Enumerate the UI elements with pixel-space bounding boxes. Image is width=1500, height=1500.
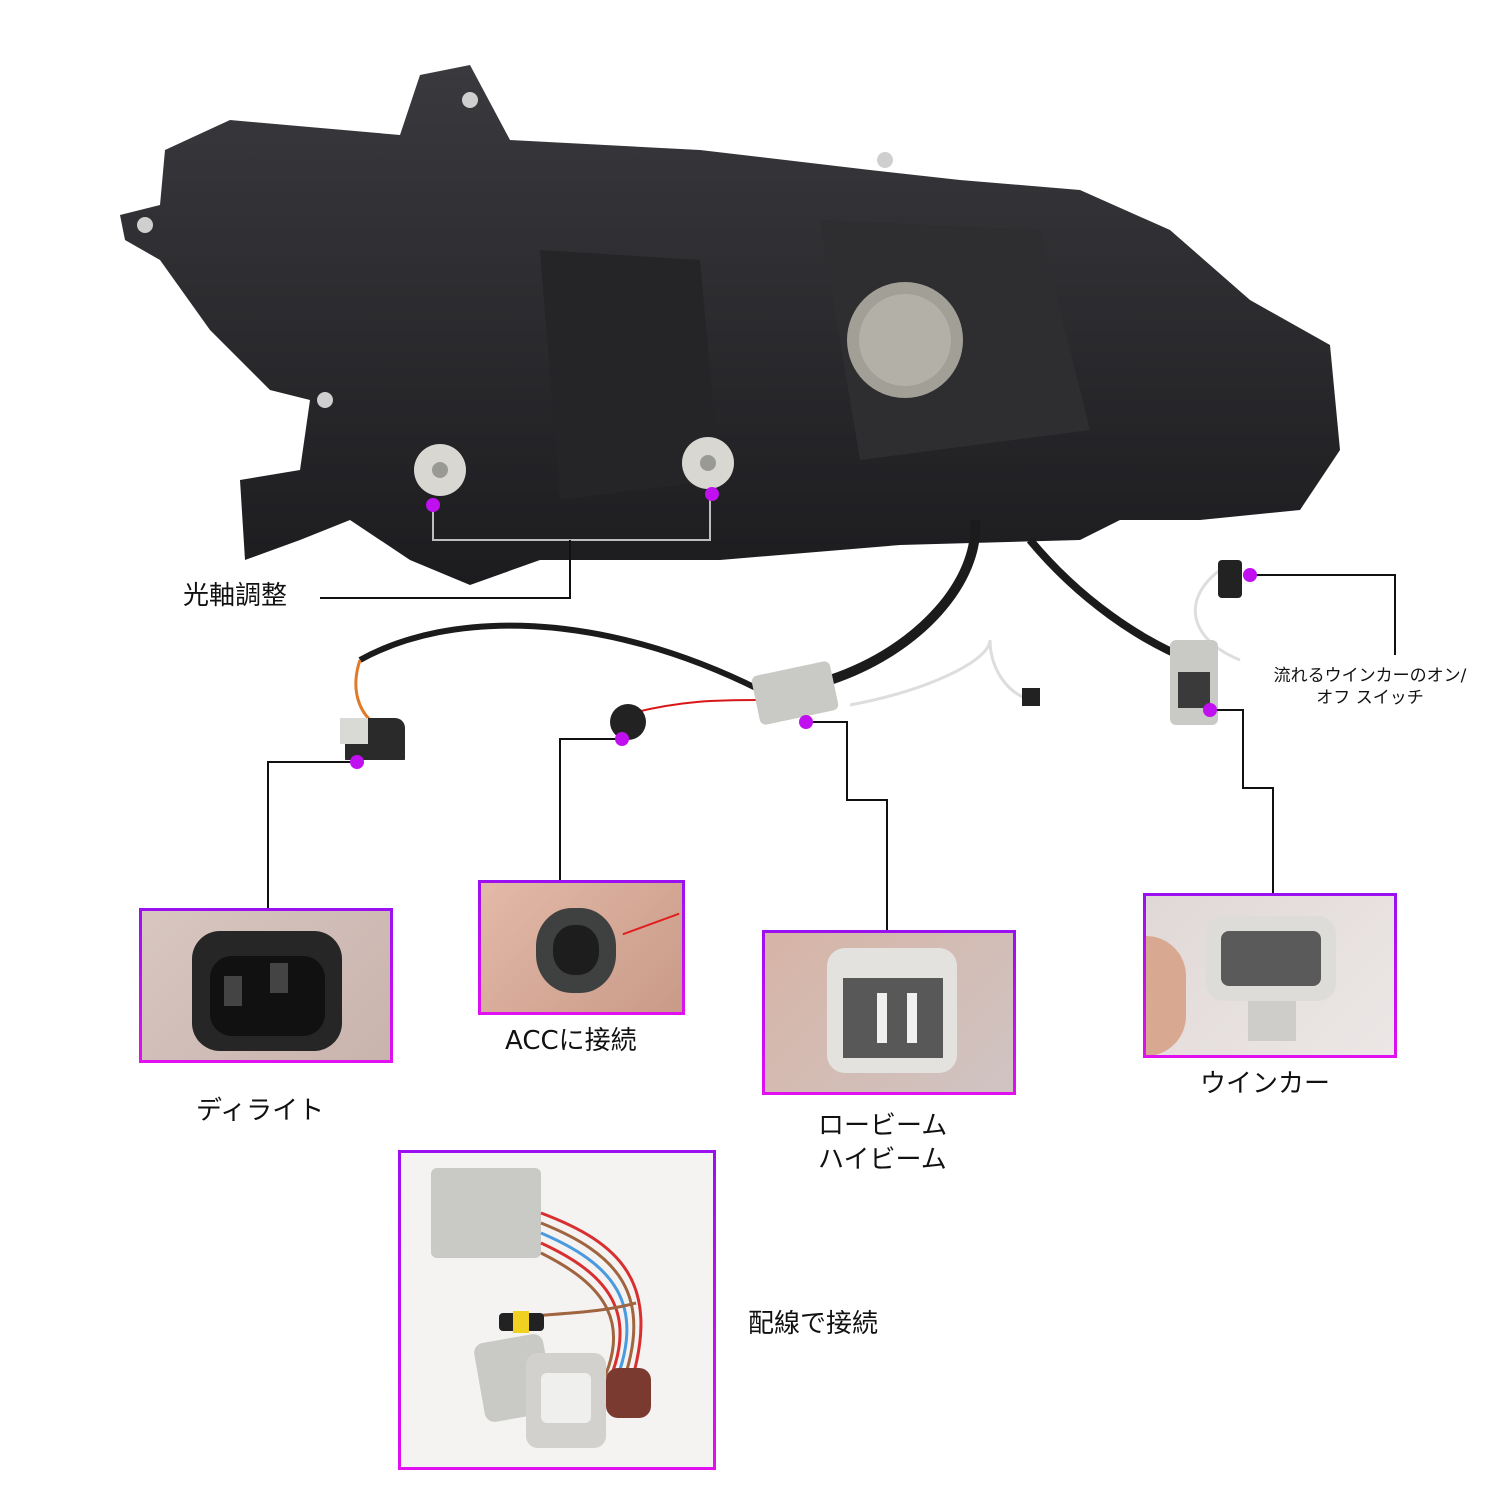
- aim-adjust-label: 光軸調整: [183, 581, 288, 611]
- beam-connector-photo: [762, 930, 1016, 1095]
- high-beam-label: ハイビーム: [818, 1144, 947, 1175]
- wiring-harness-photo: [398, 1150, 716, 1470]
- sequential-switch-label-line2: オフ スイッチ: [1316, 688, 1424, 709]
- marker-dot-aim-left: [426, 498, 440, 512]
- turn-signal-label: ウインカー: [1200, 1069, 1331, 1099]
- turn-signal-connector-photo: [1143, 893, 1397, 1058]
- marker-dot-daylight: [350, 755, 364, 769]
- headlight-illustration: [120, 65, 1340, 760]
- beam-label: ロービーム ハイビーム: [818, 1110, 947, 1178]
- sequential-switch-label-line1: 流れるウインカーのオン/: [1273, 666, 1467, 686]
- daylight-label: ディライト: [196, 1096, 325, 1126]
- low-beam-label: ロービーム: [818, 1111, 948, 1141]
- marker-dot-switch: [1243, 568, 1257, 582]
- acc-connector-photo: [478, 880, 685, 1015]
- marker-dot-turn: [1203, 703, 1217, 717]
- acc-label: ACCに接続: [505, 1026, 637, 1056]
- marker-dot-acc: [615, 732, 629, 746]
- marker-dot-aim-right: [705, 487, 719, 501]
- sequential-switch-label: 流れるウインカーのオン/ オフ スイッチ: [1255, 665, 1485, 709]
- daylight-connector-photo: [139, 908, 393, 1063]
- marker-dot-beam: [799, 715, 813, 729]
- harness-label: 配線で接続: [748, 1309, 879, 1339]
